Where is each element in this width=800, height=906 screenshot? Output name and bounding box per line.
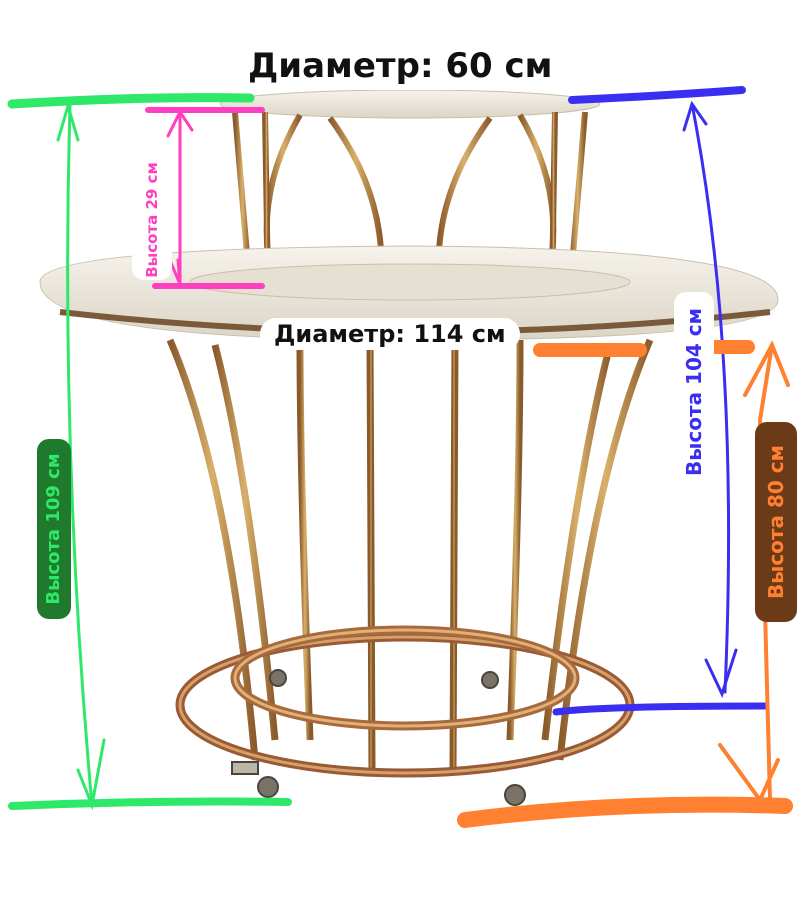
top-tier-tabletop [219,89,601,119]
height-29-marker [145,107,265,289]
height-109-label: Высота 109 см [37,439,71,619]
height-104-marker [552,86,769,716]
caster-wheels [231,669,526,806]
height-104-label: Высота 104 см [674,292,714,492]
base-rings [175,625,635,778]
lower-tier-tabletop [39,245,779,341]
height-80-marker [457,340,793,828]
mid-diameter-label: Диаметр: 114 см [260,318,520,350]
height-29-label: Высота 29 см [132,160,172,280]
top-diameter-label: Диаметр: 60 см [228,42,573,90]
height-80-label: Высота 80 см [755,422,797,622]
